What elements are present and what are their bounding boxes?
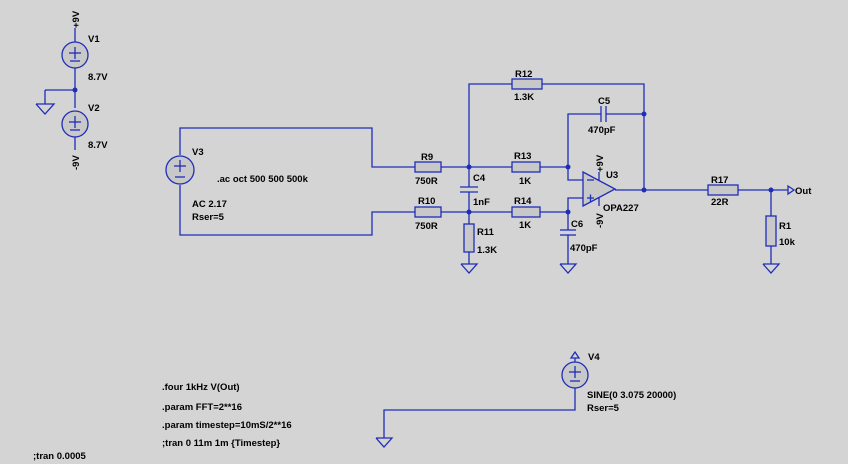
r1-value: 10k <box>779 237 796 248</box>
v1-name: V1 <box>88 34 100 45</box>
wire-noninv-input <box>567 197 583 212</box>
v1-source[interactable] <box>61 28 89 108</box>
c4-name: C4 <box>473 173 486 184</box>
r11-value: 1.3K <box>477 245 497 256</box>
r14-value: 1K <box>519 220 531 231</box>
u3-vneg-label: -9V <box>595 213 606 228</box>
r13-resistor[interactable] <box>511 161 541 173</box>
four-directive[interactable]: .four 1kHz V(Out) <box>162 382 240 393</box>
v4-name: V4 <box>588 352 600 363</box>
v4-rser: Rser=5 <box>587 403 620 414</box>
c4-value: 1nF <box>473 197 490 208</box>
r13-name: R13 <box>514 151 531 162</box>
r9-value: 750R <box>415 176 438 187</box>
r9-name: R9 <box>421 152 433 163</box>
c5-name: C5 <box>598 96 611 107</box>
c6-value: 470pF <box>570 243 598 254</box>
r17-resistor[interactable] <box>707 184 739 196</box>
r17-name: R17 <box>711 175 728 186</box>
ac-directive[interactable]: .ac oct 500 500 500k <box>217 174 309 185</box>
v3-value: AC 2.17 <box>192 199 227 210</box>
wire-v4-ground <box>383 388 576 438</box>
timestep-param-directive[interactable]: .param timestep=10mS/2**16 <box>162 420 292 431</box>
r14-name: R14 <box>514 196 532 207</box>
junction <box>641 111 647 117</box>
v2-value: 8.7V <box>88 140 108 151</box>
out-net-label: Out <box>795 186 812 197</box>
r14-resistor[interactable] <box>511 206 541 218</box>
r10-name: R10 <box>418 196 435 207</box>
v1-value: 8.7V <box>88 72 108 83</box>
wire-r12-right <box>542 83 645 190</box>
c5-capacitor[interactable] <box>600 106 607 122</box>
v3-source[interactable] <box>165 155 195 185</box>
wire-r12-left <box>468 83 512 167</box>
out-net-flag[interactable] <box>787 184 796 196</box>
r10-resistor[interactable] <box>414 206 442 218</box>
r17-value: 22R <box>711 197 729 208</box>
v2-rail-label: -9V <box>71 155 82 170</box>
r1-resistor[interactable] <box>765 215 777 247</box>
c4-capacitor[interactable] <box>460 186 478 193</box>
ground-symbol <box>460 252 479 274</box>
u3-vpos-label: +9V <box>595 154 606 172</box>
r12-value: 1.3K <box>514 92 534 103</box>
fft-param-directive[interactable]: .param FFT=2**16 <box>162 402 242 413</box>
tran-comment-1[interactable]: ;tran 0 11m 1m {Timestep} <box>162 438 280 449</box>
c6-name: C6 <box>571 219 583 230</box>
v4-output-flag <box>569 350 581 359</box>
v4-value: SINE(0 3.075 20000) <box>587 390 676 401</box>
r1-name: R1 <box>779 221 792 232</box>
u3-name: U3 <box>606 170 618 181</box>
r11-resistor[interactable] <box>463 223 475 253</box>
r12-name: R12 <box>515 69 532 80</box>
v3-name: V3 <box>192 147 204 158</box>
ground-symbol <box>762 246 781 274</box>
v2-name: V2 <box>88 103 100 114</box>
wire-v3-bottom <box>179 185 415 236</box>
c5-value: 470pF <box>588 125 616 136</box>
ground-symbol <box>375 437 394 448</box>
wire-v3-top <box>179 127 415 168</box>
tran-comment-2[interactable]: ;tran 0.0005 <box>33 451 87 462</box>
junction <box>641 187 647 193</box>
wire-c5-left <box>567 113 601 167</box>
u3-value: OPA227 <box>603 203 639 214</box>
v1-rail-label: +9V <box>71 10 82 28</box>
v3-rser: Rser=5 <box>192 212 225 223</box>
ground-symbol <box>35 90 56 115</box>
r10-value: 750R <box>415 221 438 232</box>
r13-value: 1K <box>519 176 531 187</box>
v2-source[interactable] <box>61 110 89 150</box>
wire-inv-input <box>567 167 583 181</box>
u3-opamp[interactable] <box>582 170 617 208</box>
r11-name: R11 <box>477 227 495 238</box>
junction <box>72 87 78 93</box>
c6-capacitor[interactable] <box>560 229 576 236</box>
v4-source[interactable] <box>561 358 589 389</box>
r12-resistor[interactable] <box>511 78 543 90</box>
r9-resistor[interactable] <box>414 161 442 173</box>
ground-symbol <box>559 235 578 274</box>
